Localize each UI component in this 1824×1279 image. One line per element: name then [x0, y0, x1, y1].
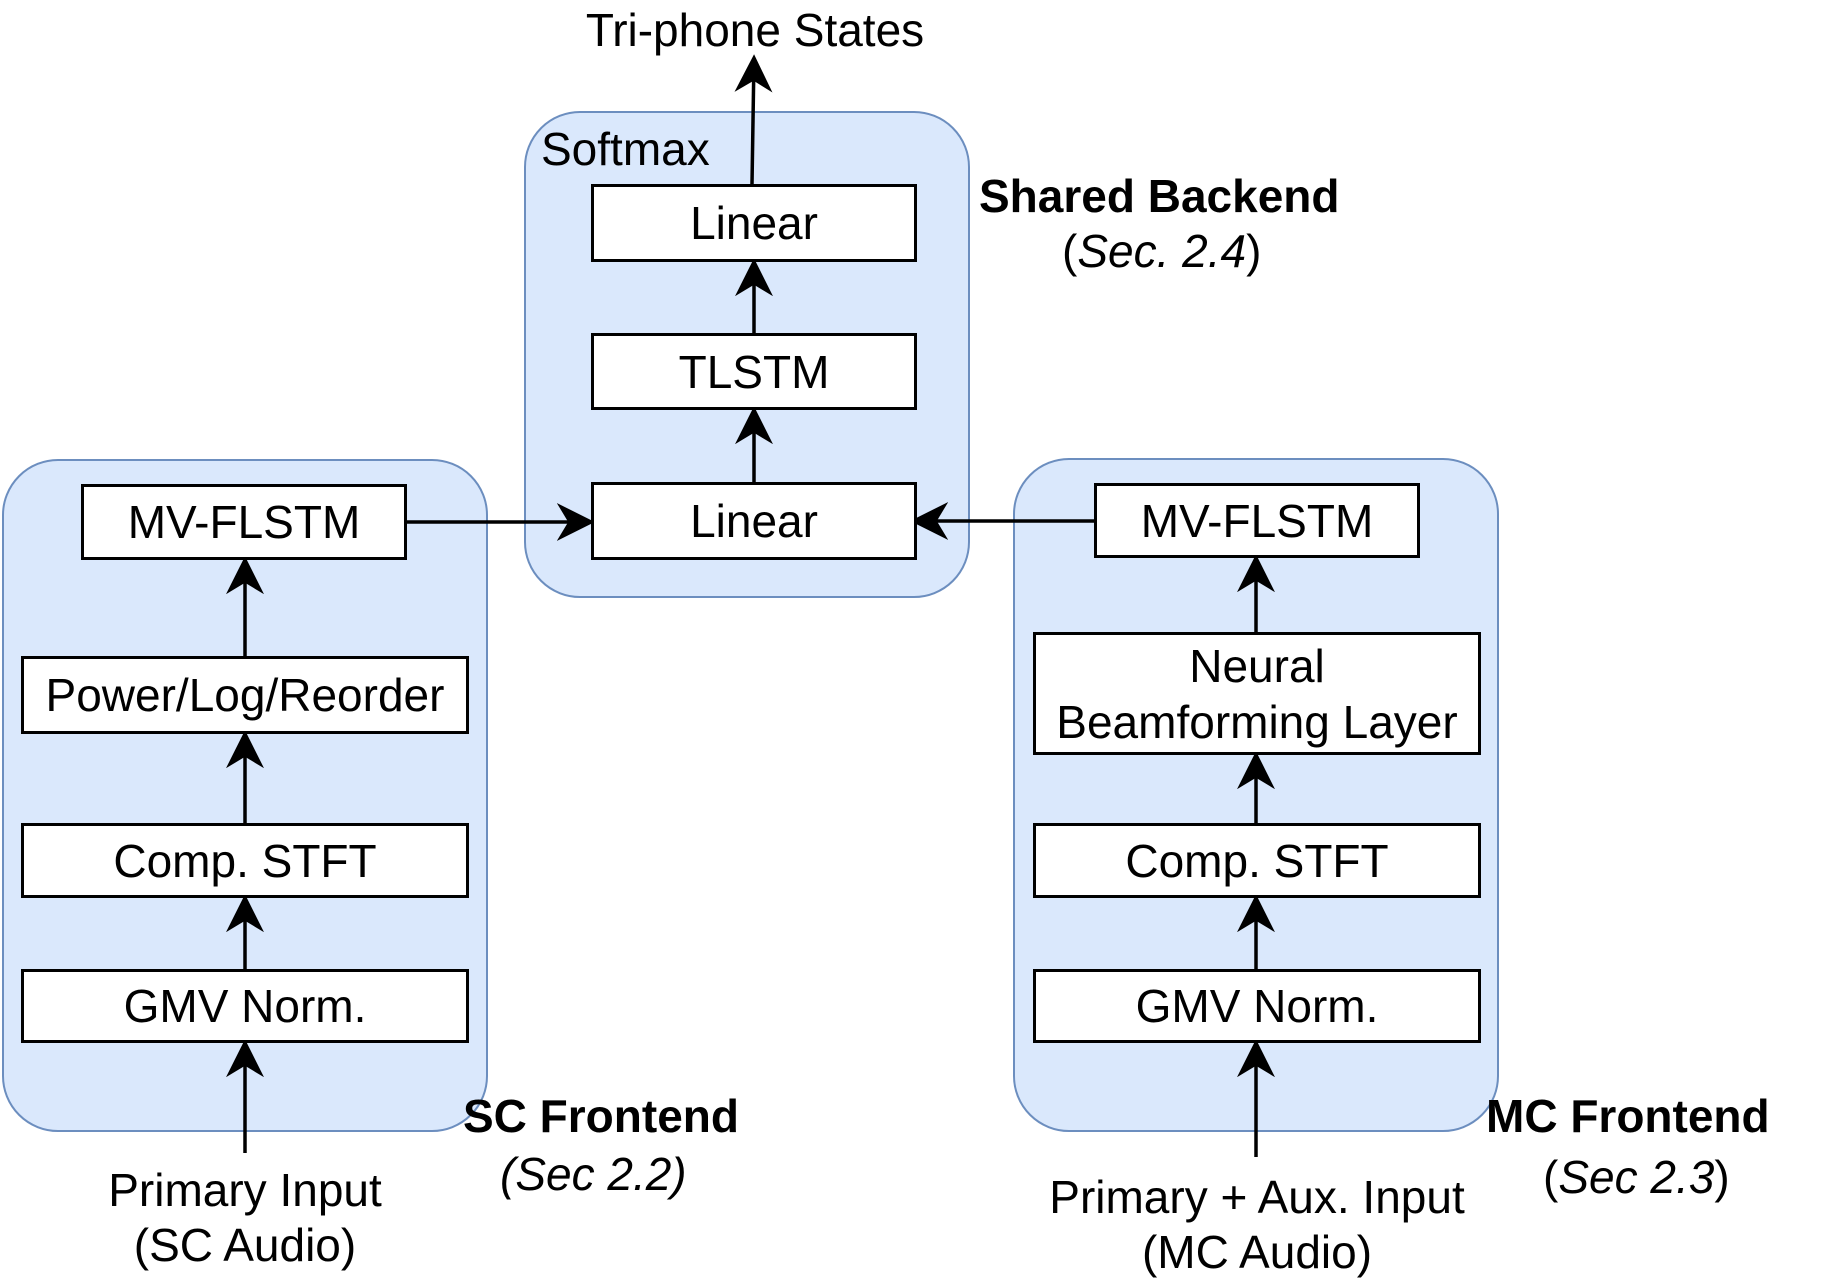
section-paren-open: ( — [1543, 1151, 1559, 1203]
sc-frontend-title: SC Frontend — [463, 1090, 739, 1142]
section-ref: Sec. 2.4 — [1077, 225, 1247, 277]
mc-frontend-title: MC Frontend — [1486, 1090, 1770, 1142]
sc-comp-stft: Comp. STFT — [21, 823, 469, 898]
arrow-linear-to-output — [734, 54, 773, 185]
section-paren-close: ) — [1246, 225, 1262, 277]
softmax-label: Softmax — [541, 123, 710, 175]
section-paren-open: ( — [1062, 225, 1078, 277]
sc-frontend-section: (Sec 2.2) — [500, 1148, 687, 1200]
section-paren-close: ) — [1714, 1151, 1730, 1203]
mc-comp-stft: Comp. STFT — [1033, 823, 1481, 898]
backend-tlstm: TLSTM — [591, 333, 917, 410]
mc-mv-flstm: MV-FLSTM — [1094, 483, 1420, 558]
output-label: Tri-phone States — [585, 4, 925, 56]
mc-input-line2: (MC Audio) — [1141, 1226, 1373, 1278]
mc-neural-beamforming-layer: Neural Beamforming Layer — [1033, 632, 1481, 755]
mc-gmv-norm: GMV Norm. — [1033, 969, 1481, 1043]
section-ref: Sec 2.3 — [1558, 1151, 1715, 1203]
shared-backend-title: Shared Backend — [979, 170, 1340, 222]
sc-gmv-norm: GMV Norm. — [21, 969, 469, 1043]
mc-input-line1: Primary + Aux. Input — [1049, 1171, 1465, 1223]
backend-linear-top: Linear — [591, 184, 917, 262]
sc-power-log-reorder: Power/Log/Reorder — [21, 656, 469, 734]
backend-linear-bottom: Linear — [591, 482, 917, 560]
shared-backend-section: (Sec. 2.4) — [1062, 224, 1261, 278]
sc-input-line2: (SC Audio) — [133, 1219, 357, 1271]
sc-input-line1: Primary Input — [108, 1164, 382, 1216]
mc-frontend-section: (Sec 2.3) — [1543, 1150, 1730, 1204]
sc-mv-flstm: MV-FLSTM — [81, 484, 407, 560]
